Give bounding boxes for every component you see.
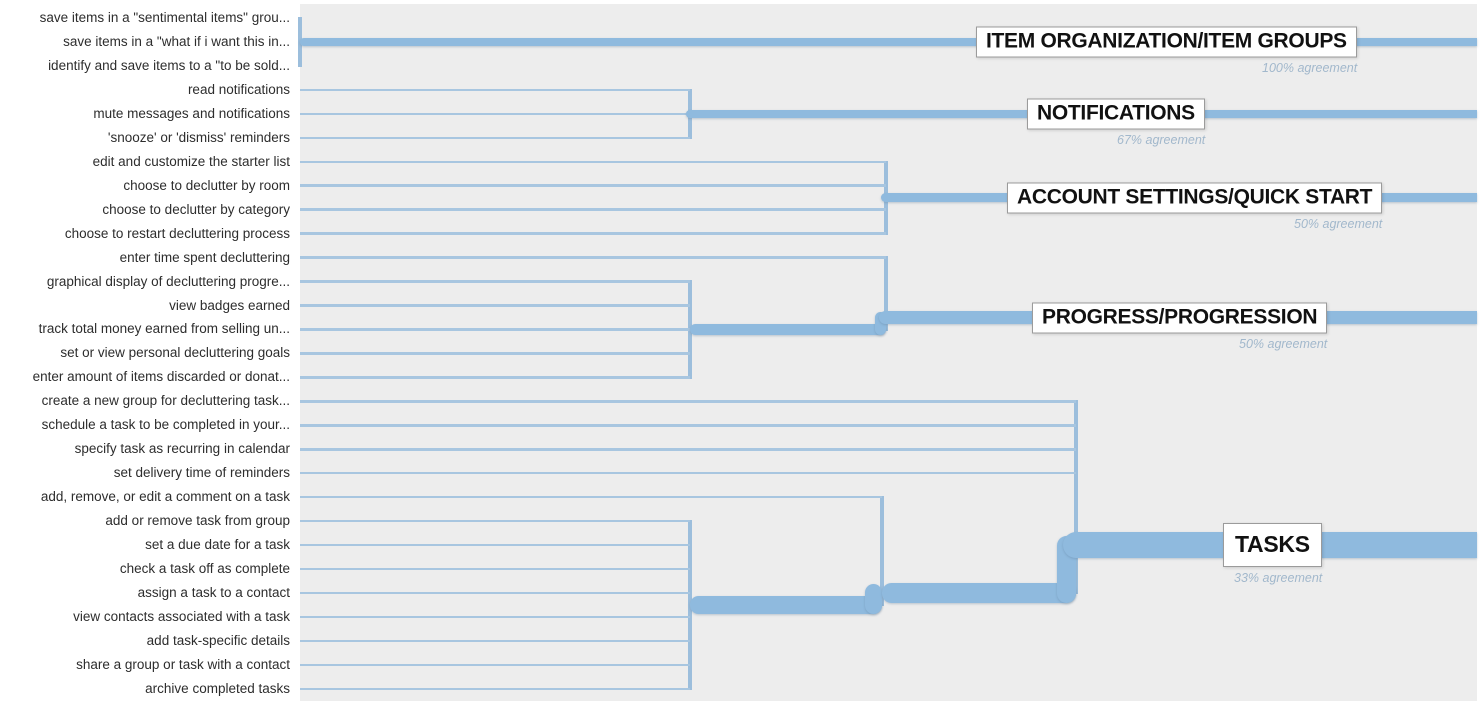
group-agreement-label: 50% agreement — [1294, 217, 1383, 232]
leaf-label: mute messages and notifications — [93, 105, 290, 121]
leaf-label: view badges earned — [169, 297, 290, 313]
leaf-label: assign a task to a contact — [137, 585, 290, 601]
leaf-label: save items in a "what if i want this in.… — [63, 33, 290, 49]
leaf-label: save items in a "sentimental items" grou… — [39, 10, 290, 25]
leaf-label: share a group or task with a contact — [76, 656, 290, 672]
leaf-label: graphical display of decluttering progre… — [46, 273, 290, 289]
dendrogram-leaf-line — [300, 495, 882, 499]
leaf-label: read notifications — [187, 81, 290, 97]
dendrogram-leaf-line — [300, 639, 690, 643]
leaf-label: add, remove, or edit a comment on a task — [40, 489, 290, 505]
leaf-label: track total money earned from selling un… — [38, 321, 290, 337]
group-agreement-label: 100% agreement — [1262, 61, 1358, 76]
leaf-label: set a due date for a task — [145, 537, 290, 553]
dendrogram-leaf-line — [300, 304, 690, 307]
dendrogram-leaf-line — [300, 112, 690, 116]
dendrogram-branch — [690, 596, 882, 614]
dendrogram-leaf-line — [300, 591, 690, 595]
leaf-label: choose to declutter by category — [102, 201, 290, 217]
dendrogram-leaf-line — [300, 184, 886, 187]
dendrogram-connector — [884, 256, 888, 331]
dendrogram-leaf-line — [300, 663, 690, 667]
dendrogram-leaf-line — [300, 519, 690, 523]
dendrogram-leaf-line — [300, 400, 1076, 403]
dendrogram-elbow — [864, 584, 882, 614]
dendrogram-branch — [690, 323, 886, 336]
group-agreement-label: 67% agreement — [1117, 133, 1206, 148]
leaf-label: choose to declutter by room — [123, 177, 290, 193]
leaf-label: add task-specific details — [146, 632, 290, 648]
leaf-label: 'snooze' or 'dismiss' reminders — [107, 129, 290, 145]
group-label-box: ACCOUNT SETTINGS/QUICK START — [1007, 182, 1383, 214]
dendrogram-leaf-line — [300, 88, 690, 92]
leaf-label: enter time spent decluttering — [119, 249, 290, 265]
leaf-label: add or remove task from group — [105, 513, 290, 529]
group-label-box: NOTIFICATIONS — [1027, 98, 1205, 130]
dendrogram-leaf-line — [300, 687, 690, 691]
leaf-label: view contacts associated with a task — [73, 609, 290, 624]
dendrogram-leaf-line — [300, 352, 690, 355]
dendrogram-leaf-line — [300, 256, 886, 259]
leaf-label: check a task off as complete — [119, 561, 290, 577]
group-agreement-label: 50% agreement — [1239, 337, 1328, 351]
dendrogram-leaf-line — [300, 615, 690, 619]
group-label-box: ITEM ORGANIZATION/ITEM GROUPS — [976, 26, 1357, 58]
dendrogram-leaf-line — [300, 424, 1076, 427]
dendrogram-leaf-line — [300, 232, 886, 235]
dendrogram-leaf-line — [300, 543, 690, 547]
dendrogram-leaf-line — [300, 280, 690, 283]
dendrogram-leaf-line — [300, 376, 690, 379]
leaf-label: edit and customize the starter list — [92, 153, 290, 169]
dendrogram-branch — [882, 583, 1076, 603]
dendrogram-connector — [1074, 400, 1078, 595]
leaf-label: archive completed tasks — [145, 680, 290, 696]
dendrogram-elbow — [874, 311, 886, 336]
leaf-label: schedule a task to be completed in your.… — [41, 417, 290, 433]
leaf-label: specify task as recurring in calendar — [74, 441, 290, 457]
leaf-label: choose to restart decluttering process — [64, 225, 290, 241]
group-label-box: PROGRESS/PROGRESSION — [1032, 302, 1328, 333]
dendrogram-leaf-line — [300, 136, 690, 140]
dendrogram-leaf-line — [300, 471, 1076, 475]
leaf-label: create a new group for decluttering task… — [41, 393, 290, 409]
group-band — [300, 38, 1477, 46]
dendrogram-leaf-line — [300, 567, 690, 571]
dendrogram-leaf-line — [300, 328, 690, 331]
leaf-label: enter amount of items discarded or donat… — [32, 369, 290, 385]
dendrogram-leaf-line — [300, 160, 886, 163]
leaf-label: identify and save items to a "to be sold… — [48, 57, 290, 73]
leaf-label: set delivery time of reminders — [113, 465, 290, 481]
group-agreement-label: 33% agreement — [1234, 571, 1323, 586]
dendrogram-leaf-line — [300, 208, 886, 211]
dendrogram-connector — [880, 495, 884, 607]
group-label-box: TASKS — [1223, 523, 1322, 568]
dendrogram-leaf-line — [300, 448, 1076, 451]
leaf-label: set or view personal decluttering goals — [60, 345, 290, 361]
